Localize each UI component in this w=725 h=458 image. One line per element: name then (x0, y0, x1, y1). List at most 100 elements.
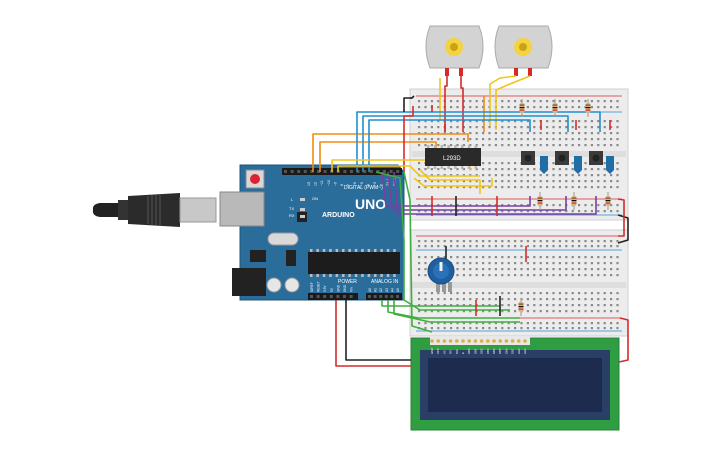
lcd-pin[interactable] (504, 339, 509, 343)
breadboard-hole (450, 100, 453, 103)
wire-purple-1[interactable] (381, 171, 531, 207)
arduino-uno-board[interactable]: ARDUINO UNO DIGITAL (PWM~) POWER ANALOG … (219, 154, 405, 301)
wire-purple-2[interactable] (387, 171, 567, 211)
breadboard-hole (571, 210, 574, 213)
header-pin[interactable] (329, 295, 333, 298)
header-pin[interactable] (323, 295, 327, 298)
header-pin[interactable] (396, 295, 399, 298)
lcd-pin[interactable] (442, 339, 447, 343)
header-pin[interactable] (297, 170, 301, 173)
wire-blue-2[interactable] (362, 115, 569, 172)
breadboard-hole (571, 126, 574, 129)
lcd-pin[interactable] (448, 339, 453, 343)
lcd-pin[interactable] (436, 339, 441, 343)
wire-red-lcd[interactable] (335, 300, 411, 367)
wire-orange-1[interactable] (312, 133, 469, 172)
header-pin[interactable] (396, 170, 400, 173)
dc-motor-2[interactable] (494, 25, 553, 76)
breadboard-hole (443, 292, 446, 295)
resistor[interactable] (585, 99, 591, 117)
wire-yellow-3[interactable] (413, 177, 493, 187)
wire-black-right[interactable] (617, 214, 629, 244)
breadboard-hole (610, 304, 613, 307)
wire-motor2-yellow[interactable] (489, 75, 517, 126)
header-pin[interactable] (376, 170, 380, 173)
resistor[interactable] (537, 192, 543, 210)
pushbutton-1[interactable] (521, 151, 548, 174)
wire-yellow-2[interactable] (337, 165, 480, 177)
dc-motor-1[interactable] (425, 25, 484, 76)
wire-red-top[interactable] (403, 106, 414, 172)
header-pin[interactable] (349, 295, 353, 298)
header-pin[interactable] (303, 170, 307, 173)
header-pin[interactable] (356, 170, 360, 173)
wire-green-1[interactable] (375, 171, 510, 311)
potentiometer[interactable] (427, 257, 455, 292)
wire-black-1[interactable] (403, 97, 412, 112)
lcd-pin[interactable] (461, 339, 465, 343)
wire-red-right[interactable] (617, 198, 625, 237)
wire-motor1-red[interactable] (444, 76, 448, 132)
header-pin[interactable] (350, 170, 353, 173)
header-pin[interactable] (284, 170, 287, 173)
wire-blue-3[interactable] (368, 119, 531, 172)
header-pin[interactable] (389, 170, 393, 173)
pushbutton-2[interactable] (555, 151, 582, 174)
header-pin[interactable] (383, 170, 386, 173)
resistor[interactable] (519, 99, 525, 117)
resistor[interactable] (552, 99, 558, 117)
header-pin[interactable] (343, 295, 346, 298)
lcd-pin[interactable] (523, 339, 527, 343)
breadboard-hole (533, 138, 536, 141)
resistor[interactable] (605, 192, 611, 210)
wire-red-lcd-right[interactable] (618, 317, 629, 363)
reset-button[interactable] (245, 169, 265, 189)
header-pin[interactable] (379, 295, 383, 298)
lcd-pin[interactable] (517, 339, 521, 343)
header-pin[interactable] (316, 295, 320, 298)
header-pin[interactable] (373, 295, 377, 298)
l293d-motor-driver[interactable]: L293D (425, 145, 481, 169)
header-pin[interactable] (390, 295, 394, 298)
wire-blue-1[interactable] (356, 111, 601, 172)
breadboard-hole (533, 322, 536, 325)
lcd-pin[interactable] (492, 339, 496, 343)
wire-motor2-yellow-b[interactable] (495, 75, 531, 130)
board-model-label: UNO (355, 196, 386, 212)
wire-green-5[interactable] (403, 171, 433, 333)
header-pin[interactable] (368, 295, 371, 298)
header-pin[interactable] (363, 170, 367, 173)
header-pin[interactable] (310, 170, 314, 173)
lcd-pin[interactable] (510, 339, 515, 343)
breadboard-hole (526, 292, 529, 295)
header-pin[interactable] (317, 170, 320, 173)
resistor[interactable] (571, 192, 577, 210)
lcd-pin[interactable] (467, 339, 472, 343)
breadboard-hole (565, 322, 568, 325)
lcd-pin[interactable] (479, 339, 484, 343)
breadboard-hole (558, 186, 561, 189)
header-pin[interactable] (384, 295, 388, 298)
resistor[interactable] (518, 298, 524, 316)
lcd-pin[interactable] (430, 339, 434, 343)
lcd-pin[interactable] (473, 339, 478, 343)
lcd-pin[interactable] (455, 339, 459, 343)
pushbutton-3[interactable] (589, 151, 614, 174)
header-pin[interactable] (369, 170, 373, 173)
wire-black-lcd[interactable] (345, 300, 411, 361)
lcd-pin[interactable] (498, 339, 503, 343)
header-pin[interactable] (323, 170, 327, 173)
breadboard-hole (424, 245, 427, 248)
wire-yellow-4[interactable] (419, 169, 481, 194)
wire-green-3[interactable] (387, 300, 520, 319)
header-pin[interactable] (290, 170, 294, 173)
header-pin[interactable] (310, 295, 313, 298)
usb-cable[interactable] (92, 193, 217, 227)
wire-green-2[interactable] (381, 300, 500, 307)
breadboard-hole (546, 120, 549, 123)
wire-motor1-black[interactable] (460, 76, 464, 132)
lcd-pin[interactable] (486, 339, 490, 343)
header-pin[interactable] (336, 295, 340, 298)
header-pin[interactable] (343, 170, 347, 173)
